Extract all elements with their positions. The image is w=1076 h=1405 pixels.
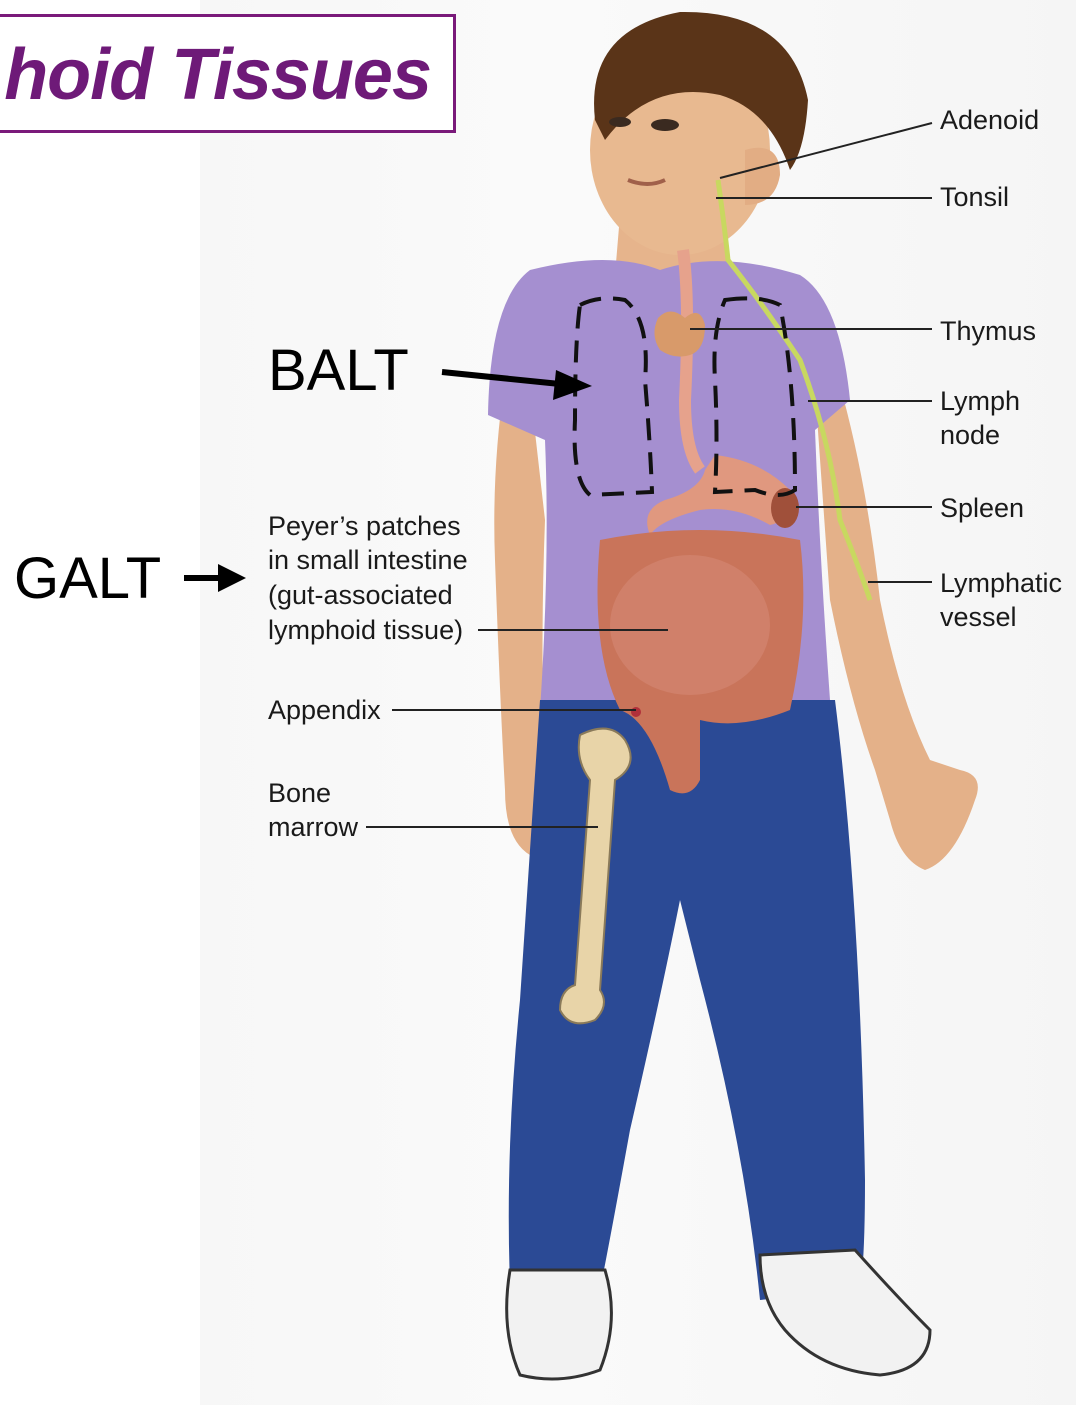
label-bone-marrow-line2: marrow	[268, 810, 358, 844]
ear	[745, 148, 780, 205]
label-peyers-line2: in small intestine	[268, 543, 468, 577]
right-shoe	[760, 1250, 930, 1375]
balt-annotation: BALT	[268, 342, 409, 400]
label-adenoid: Adenoid	[940, 103, 1039, 137]
galt-arrow	[184, 564, 246, 592]
label-appendix: Appendix	[268, 693, 381, 727]
label-lymphatic-vessel-line2: vessel	[940, 600, 1017, 634]
appendix	[631, 707, 641, 717]
left-shoe	[507, 1270, 612, 1379]
label-lymphatic-vessel-line1: Lymphatic	[940, 566, 1062, 600]
label-peyers-line1: Peyer’s patches	[268, 509, 461, 543]
title-box: hoid Tissues	[0, 14, 456, 133]
galt-annotation: GALT	[14, 550, 161, 608]
label-thymus: Thymus	[940, 314, 1036, 348]
label-lymph-node-line1: Lymph	[940, 384, 1020, 418]
page-title: hoid Tissues	[4, 39, 431, 111]
label-peyers-line3: (gut-associated	[268, 578, 453, 612]
label-peyers-line4: lymphoid tissue)	[268, 613, 463, 647]
small-intestine	[610, 555, 770, 695]
label-bone-marrow-line1: Bone	[268, 776, 331, 810]
label-tonsil: Tonsil	[940, 180, 1009, 214]
label-spleen: Spleen	[940, 491, 1024, 525]
label-lymph-node-line2: node	[940, 418, 1000, 452]
thymus	[654, 312, 705, 357]
